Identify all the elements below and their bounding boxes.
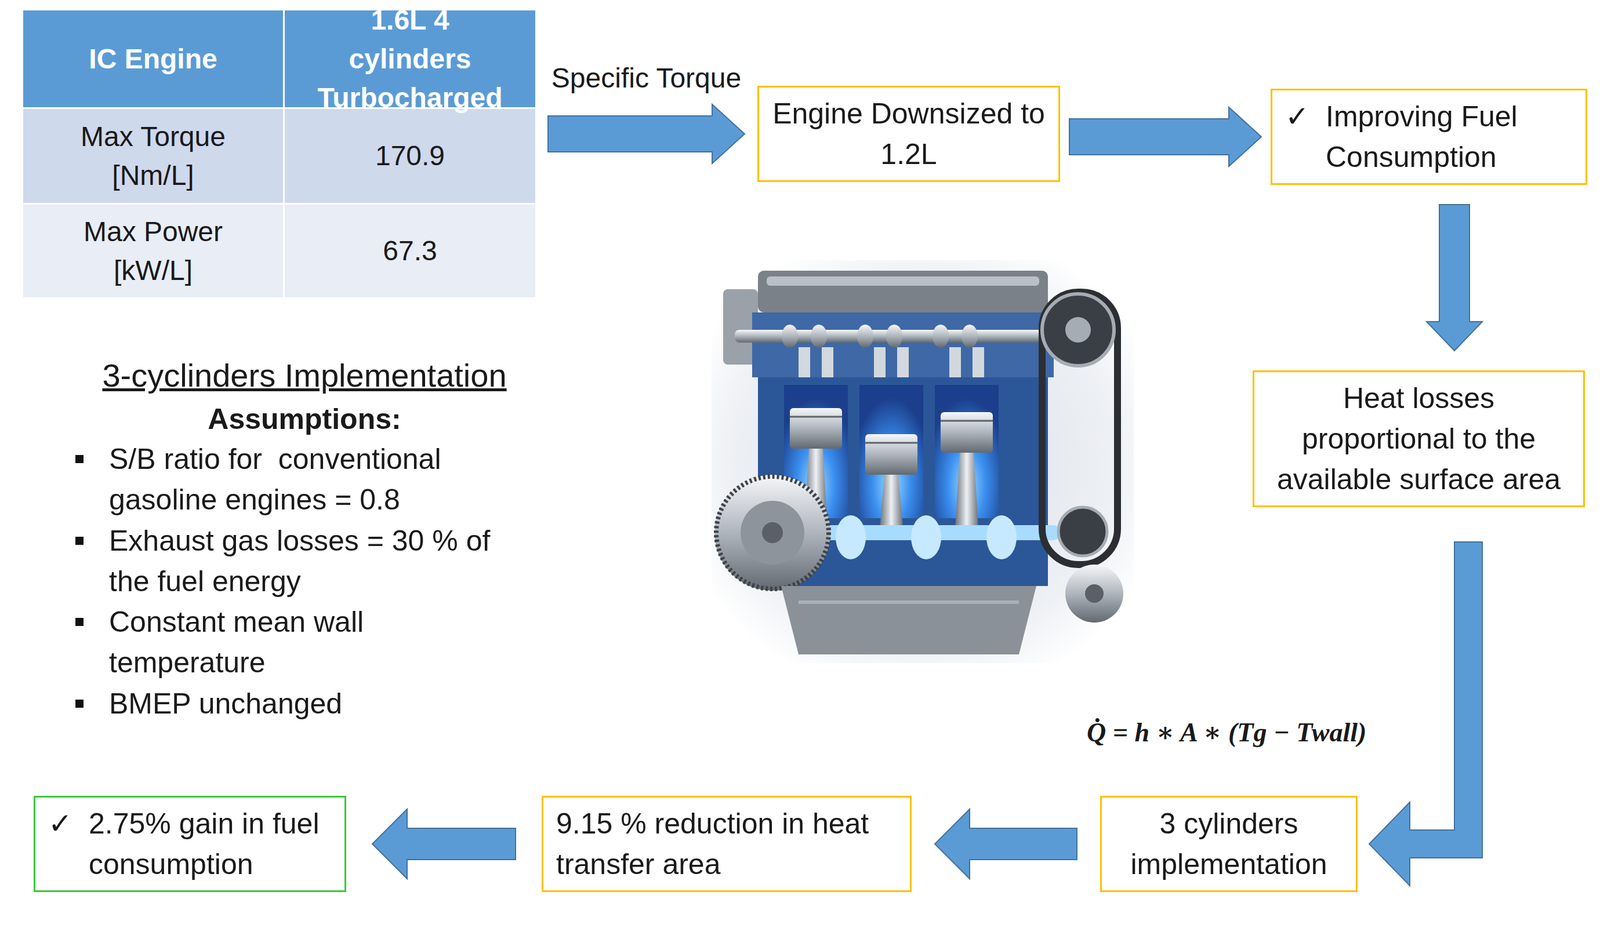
assumption-item: Constant mean wall temperature: [109, 601, 515, 684]
text-stack: Heat losses proportional to the availabl…: [1267, 378, 1571, 500]
process-box: 3 cylinders implementation: [1100, 796, 1358, 893]
engine-part: [781, 324, 798, 348]
cell-text: Max Torque [Nm/L]: [46, 117, 260, 195]
block-arrow: [1369, 542, 1483, 887]
block-arrow: [372, 809, 516, 880]
process-box: ✓Improving Fuel Consumption: [1270, 88, 1588, 185]
engine-part: [1065, 564, 1124, 623]
engine-part: [857, 324, 874, 348]
result-box: ✓2.75% gain in fuel consumption: [33, 796, 347, 893]
engine-part: [789, 416, 843, 419]
engine-part: [1085, 584, 1104, 604]
background-glow: [711, 260, 1134, 664]
assumption-item: S/B ratio for conventional gasoline engi…: [109, 438, 515, 521]
table-header-cell: 1.6L 4 cylinders Turbocharged: [284, 10, 536, 108]
edge-label: Specific Torque: [548, 60, 745, 97]
cylinder-head: [723, 270, 1060, 383]
engine-part: [762, 522, 783, 544]
box-text: Heat losses proportional to the availabl…: [1267, 378, 1571, 500]
engine-part: [714, 474, 831, 591]
engine-part: [897, 347, 909, 383]
cell-text: 170.9: [375, 136, 445, 176]
header-text: 1.6L 4 cylinders Turbocharged: [307, 0, 513, 118]
engine-part: [879, 474, 903, 529]
engine-part: [932, 324, 949, 348]
text-stack: 9.15 % reduction in heat transfer area: [556, 803, 898, 885]
text-stack: Engine Downsized to 1.2L: [771, 93, 1046, 175]
engine-part: [911, 515, 942, 560]
assumption-item: BMEP unchanged: [109, 683, 515, 725]
table-header-cell: IC Engine: [23, 10, 284, 108]
engine-part: [865, 434, 918, 475]
engine-illustration: [711, 260, 1134, 664]
check-mark: ✓: [48, 803, 89, 845]
engine-part: [940, 412, 993, 453]
table-cell: 170.9: [284, 109, 536, 203]
box-text: 3 cylinders implementation: [1114, 803, 1344, 885]
check-mark: ✓: [1285, 96, 1326, 137]
assumption-item: Exhaust gas losses = 30 % of the fuel en…: [109, 520, 515, 602]
check-row: ✓Improving Fuel Consumption: [1285, 96, 1573, 178]
engine-part: [798, 600, 1019, 605]
box-text: Engine Downsized to 1.2L: [771, 93, 1046, 175]
box-text: Improving Fuel Consumption: [1325, 96, 1573, 178]
cell-text: Max Power [kW/L]: [46, 212, 260, 290]
engine-part: [821, 347, 834, 383]
engine-part: [949, 347, 961, 383]
engine-part: [972, 347, 985, 383]
engine-part: [1058, 507, 1108, 557]
subheading: Assumptions:: [57, 398, 551, 440]
engine-part: [961, 324, 978, 348]
engine-part: [1042, 294, 1115, 366]
table-cell: 67.3: [284, 204, 536, 298]
block-arrow: [1426, 204, 1483, 351]
engine-part: [716, 476, 829, 590]
engine-part: [873, 347, 886, 383]
table-cell: Max Power [kW/L]: [23, 204, 284, 298]
table-cell: Max Torque [Nm/L]: [23, 109, 284, 203]
engine-part: [1065, 317, 1091, 343]
engine-part: [865, 442, 918, 445]
engine-part: [1042, 292, 1118, 565]
text-stack: 3 cylinders implementation: [1114, 803, 1344, 885]
section-heading: 3-cyclinders Implementation: [57, 354, 551, 398]
flywheel: [714, 474, 831, 591]
engine-part: [986, 515, 1017, 560]
block-arrow: [1069, 107, 1262, 167]
engine-part: [798, 347, 811, 383]
engine-part: [740, 501, 805, 565]
engine-part: [711, 260, 1134, 664]
data-table: IC Engine 1.6L 4 cylinders TurbochargedMa…: [23, 10, 536, 298]
process-box: Engine Downsized to 1.2L: [757, 85, 1061, 183]
block-arrow: [548, 104, 745, 164]
engine-part: [940, 420, 993, 423]
block-arrow: [934, 809, 1077, 880]
process-box: Heat losses proportional to the availabl…: [1252, 370, 1585, 508]
engine-part: [757, 270, 1048, 313]
box-text: 2.75% gain in fuel consumption: [88, 803, 332, 885]
engine-part: [766, 276, 1040, 286]
engine-part: [955, 452, 979, 529]
timing-drive: [1042, 292, 1124, 623]
box-text: 9.15 % reduction in heat transfer area: [556, 803, 898, 885]
header-text: IC Engine: [88, 39, 217, 79]
formula: Q̇ = h ∗ A ∗ (Tg − Twall): [1086, 714, 1458, 752]
check-row: ✓2.75% gain in fuel consumption: [48, 803, 332, 885]
oil-pan: [781, 586, 1037, 655]
engine-part: [835, 515, 866, 560]
engine-part: [781, 586, 1037, 655]
engine-part: [810, 324, 827, 348]
engine-part: [886, 324, 903, 348]
cell-text: 67.3: [382, 231, 437, 271]
engine-part: [789, 408, 843, 449]
process-box: 9.15 % reduction in heat transfer area: [541, 796, 912, 893]
